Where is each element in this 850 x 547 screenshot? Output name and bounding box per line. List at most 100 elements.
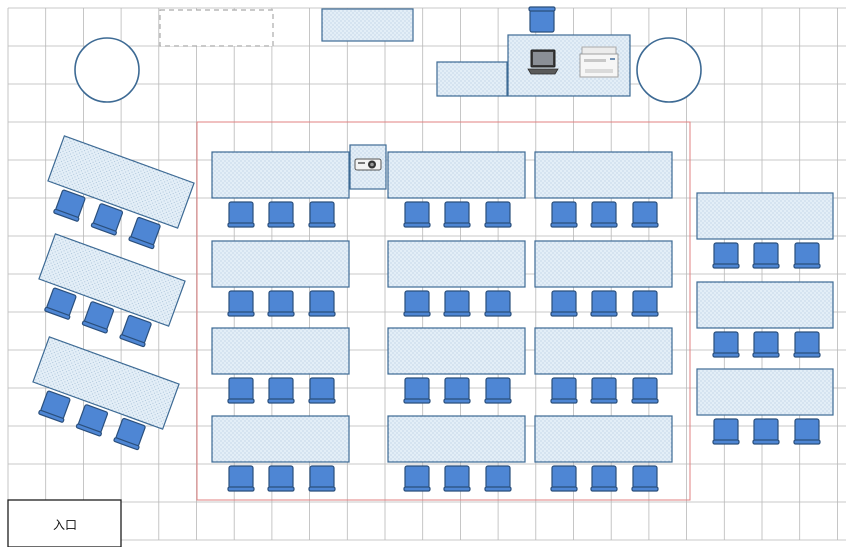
front-table: [321, 8, 414, 42]
chair: [631, 201, 659, 228]
right-desk-2: [696, 281, 834, 358]
chair: [267, 377, 295, 404]
chair: [403, 290, 431, 317]
chair: [484, 290, 512, 317]
chair: [227, 465, 255, 492]
chair: [267, 290, 295, 317]
chair: [443, 377, 471, 404]
chair: [550, 465, 578, 492]
center-desk-c3-r2: [534, 240, 673, 317]
desk: [534, 415, 673, 463]
chair: [793, 418, 821, 445]
chair: [118, 314, 154, 348]
chair: [752, 331, 780, 358]
chair: [590, 377, 618, 404]
entrance-label: 入口: [53, 518, 77, 532]
round-table-left: [74, 37, 140, 103]
chair: [712, 331, 740, 358]
chair: [81, 300, 116, 334]
desk: [32, 336, 180, 430]
chair: [75, 403, 110, 437]
chair: [267, 465, 295, 492]
chair: [403, 465, 431, 492]
chair: [308, 465, 336, 492]
center-desk-c3-r1: [534, 151, 673, 228]
chair: [590, 290, 618, 317]
desk: [534, 240, 673, 288]
center-desk-c3-r3: [534, 327, 673, 404]
right-desk-1: [696, 192, 834, 269]
chair: [590, 201, 618, 228]
chair: [712, 418, 740, 445]
teacher-chair: [528, 6, 556, 33]
chair: [127, 216, 163, 250]
chair: [712, 242, 740, 269]
chair: [227, 377, 255, 404]
chair: [443, 201, 471, 228]
angled-desk-1: [47, 135, 195, 250]
desk: [47, 135, 195, 229]
chair: [227, 201, 255, 228]
desk: [696, 281, 834, 329]
chair: [308, 377, 336, 404]
chair: [227, 290, 255, 317]
chair: [267, 201, 295, 228]
desk: [211, 240, 350, 288]
chair: [443, 290, 471, 317]
chair: [52, 188, 87, 223]
chair: [631, 377, 659, 404]
chair: [403, 377, 431, 404]
center-desk-c2-r2: [387, 240, 526, 317]
chair: [43, 286, 78, 321]
desk: [38, 233, 186, 327]
chair: [403, 201, 431, 228]
desk: [387, 415, 526, 463]
chair: [752, 418, 780, 445]
chair: [550, 290, 578, 317]
center-desk-c3-r4: [534, 415, 673, 492]
center-desk-c1-r1: [211, 151, 350, 228]
chair: [484, 201, 512, 228]
chair: [590, 465, 618, 492]
chair: [550, 201, 578, 228]
desk: [696, 192, 834, 240]
center-desk-c2-r3: [387, 327, 526, 404]
dashed-area: [159, 9, 274, 47]
chair: [112, 417, 148, 451]
chair: [793, 331, 821, 358]
seating-zone-outline: [196, 121, 691, 501]
chair: [308, 201, 336, 228]
angled-desk-2: [38, 233, 186, 348]
desk: [534, 327, 673, 375]
desk: [211, 151, 350, 199]
side-desk: [436, 61, 508, 97]
laptop-icon: [527, 49, 559, 75]
desk: [387, 240, 526, 288]
desk: [387, 327, 526, 375]
center-desk-c1-r2: [211, 240, 350, 317]
desk: [534, 151, 673, 199]
entrance-box: [7, 499, 122, 547]
center-desk-c2-r1: [387, 151, 526, 228]
desk: [387, 151, 526, 199]
chair: [443, 465, 471, 492]
chair: [90, 202, 125, 236]
chair: [484, 377, 512, 404]
chair: [631, 465, 659, 492]
desk: [211, 327, 350, 375]
desk: [211, 415, 350, 463]
chair: [308, 290, 336, 317]
projector-icon: [354, 158, 382, 171]
printer-icon: [579, 46, 619, 78]
chair: [37, 389, 72, 424]
chair: [484, 465, 512, 492]
right-desk-3: [696, 368, 834, 445]
center-desk-c2-r4: [387, 415, 526, 492]
chair: [793, 242, 821, 269]
chair: [550, 377, 578, 404]
center-desk-c1-r4: [211, 415, 350, 492]
chair: [631, 290, 659, 317]
desk: [696, 368, 834, 416]
chair: [752, 242, 780, 269]
